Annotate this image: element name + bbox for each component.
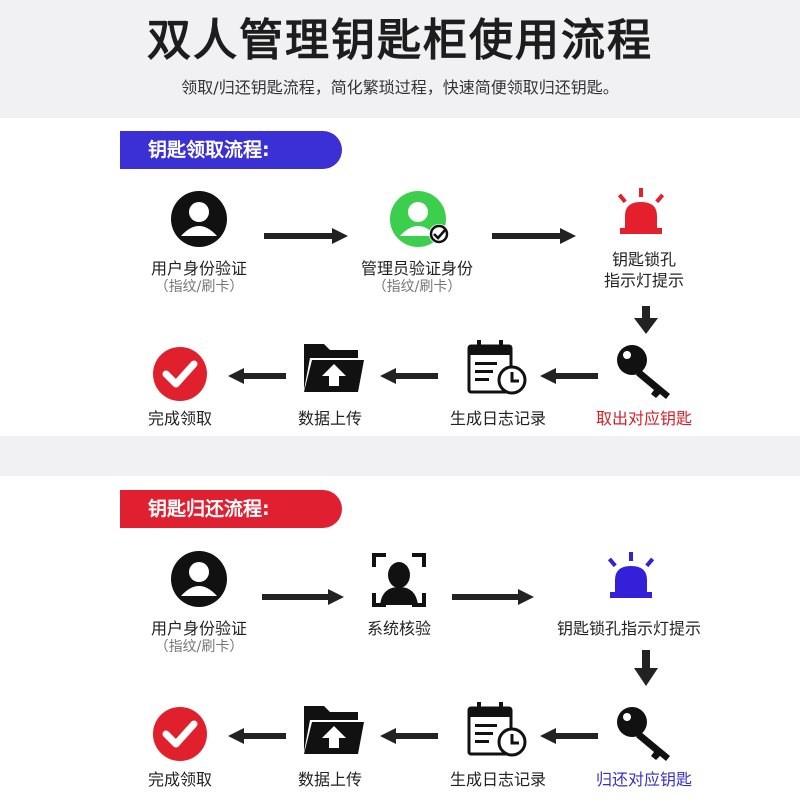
- step-done: 完成领取: [147, 409, 212, 428]
- step-admin-verify-sub: （指纹/刷卡）: [372, 279, 462, 295]
- step-return-key: 归还对应钥匙: [595, 770, 692, 789]
- key-icon: [617, 345, 670, 399]
- admin-verified-icon: [390, 191, 449, 247]
- arrow-left-icon: [380, 368, 438, 384]
- step-log: 生成日志记录: [449, 409, 546, 428]
- alarm-light-blue-icon: [607, 552, 655, 598]
- key-icon: [617, 707, 670, 761]
- step-lock-light: 钥匙锁孔: [611, 250, 676, 269]
- section-take-key: [0, 118, 800, 436]
- section-take-key-heading: 钥匙领取流程:: [120, 131, 342, 169]
- step-system-check: 系统核验: [366, 619, 431, 638]
- step-lock-light: 钥匙锁孔指示灯提示: [556, 619, 701, 638]
- arrow-right-icon: [452, 589, 534, 605]
- arrow-left-icon: [540, 368, 598, 384]
- arrow-down-icon: [634, 650, 658, 686]
- step-log: 生成日志记录: [449, 770, 546, 789]
- arrow-left-icon: [380, 728, 438, 744]
- section-return-key: [0, 476, 800, 800]
- step-user-verify: 用户身份验证: [150, 259, 247, 278]
- calendar-clock-icon: [467, 702, 527, 757]
- alarm-light-red-icon: [617, 188, 665, 234]
- user-avatar-icon: [171, 191, 227, 247]
- page-subtitle: 领取/归还钥匙流程，简化繁琐过程，快速简便领取归还钥匙。: [181, 78, 619, 97]
- arrow-left-icon: [228, 728, 286, 744]
- step-take-key: 取出对应钥匙: [595, 409, 692, 428]
- folder-upload-icon: [304, 344, 364, 392]
- page-title: 双人管理钥匙柜使用流程: [147, 15, 653, 66]
- step-admin-verify: 管理员验证身份: [360, 259, 473, 278]
- face-scan-icon: [372, 553, 426, 607]
- folder-upload-icon: [304, 706, 364, 754]
- step-user-verify: 用户身份验证: [150, 619, 247, 638]
- step-upload: 数据上传: [297, 770, 362, 789]
- arrow-down-icon: [634, 306, 658, 334]
- calendar-clock-icon: [467, 340, 527, 395]
- user-avatar-icon: [171, 551, 227, 607]
- step-done: 完成领取: [147, 770, 212, 789]
- arrow-right-icon: [492, 228, 576, 244]
- step-user-verify-sub: （指纹/刷卡）: [154, 639, 244, 655]
- step-user-verify-sub: （指纹/刷卡）: [154, 279, 244, 295]
- check-circle-icon: [153, 707, 207, 761]
- check-circle-icon: [153, 347, 207, 401]
- arrow-left-icon: [228, 368, 286, 384]
- step-upload: 数据上传: [297, 409, 362, 428]
- section-return-key-heading: 钥匙归还流程:: [120, 490, 342, 528]
- step-lock-light-line2: 指示灯提示: [603, 271, 684, 290]
- arrow-right-icon: [264, 228, 348, 244]
- arrow-right-icon: [262, 589, 344, 605]
- arrow-left-icon: [540, 728, 598, 744]
